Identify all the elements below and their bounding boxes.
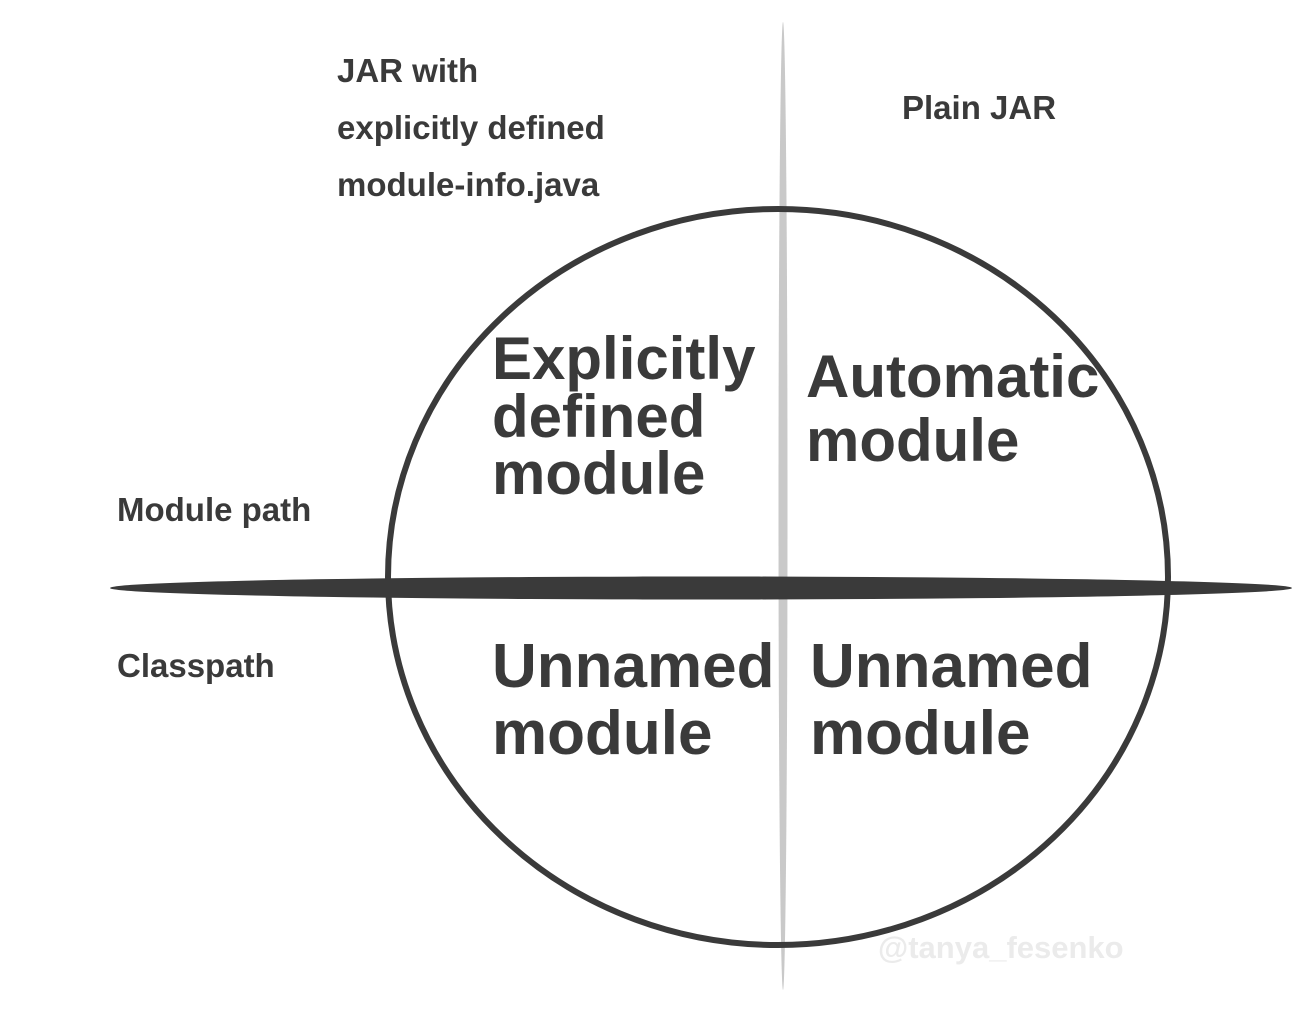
horizontal-divider-line (110, 576, 1292, 600)
module-path-label: Module path (117, 491, 312, 528)
quadrant-unnamed-module-left-label: Unnamed module (492, 632, 775, 768)
quadrant-automatic-module-label: Automatic module (806, 343, 1100, 474)
quadrant-unnamed-module-right-label: Unnamed module (810, 632, 1093, 768)
classpath-label: Classpath (117, 647, 275, 684)
plain-jar-label: Plain JAR (902, 89, 1057, 126)
venn-circle (385, 206, 1171, 948)
quadrant-explicitly-defined-module-label: Explicitly defined module (492, 325, 756, 508)
vertical-divider-line (778, 22, 788, 990)
jar-with-module-info-label: JAR with explicitly defined module-info.… (337, 52, 605, 203)
watermark-text: @tanya_fesenko (878, 930, 1124, 965)
